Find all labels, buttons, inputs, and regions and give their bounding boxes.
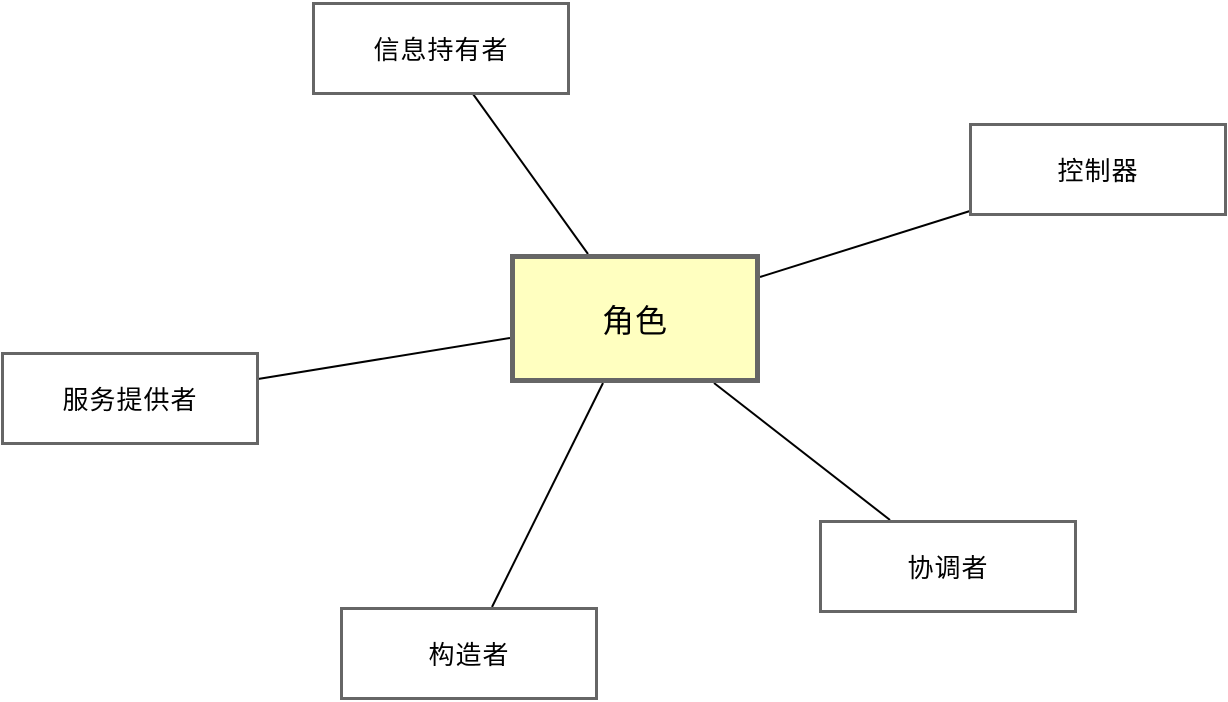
node-coordinator[interactable]: 协调者 [819, 520, 1077, 613]
node-structurer[interactable]: 构造者 [340, 607, 598, 700]
edge-center-service-provider [257, 337, 511, 380]
node-controller[interactable]: 控制器 [969, 123, 1227, 216]
node-service-provider[interactable]: 服务提供者 [1, 352, 259, 445]
node-structurer-label: 构造者 [428, 641, 510, 671]
node-info-holder[interactable]: 信息持有者 [312, 2, 570, 95]
node-info-holder-label: 信息持有者 [373, 36, 509, 66]
node-controller-label: 控制器 [1057, 157, 1139, 187]
edge-center-info-holder [472, 93, 589, 255]
edge-center-controller [759, 210, 971, 278]
node-service-provider-label: 服务提供者 [62, 386, 198, 416]
node-center-role[interactable]: 角色 [510, 254, 760, 383]
node-center-label: 角色 [601, 301, 668, 340]
edge-center-coordinator [713, 382, 891, 521]
node-coordinator-label: 协调者 [907, 554, 989, 584]
edge-center-structurer [491, 382, 604, 608]
